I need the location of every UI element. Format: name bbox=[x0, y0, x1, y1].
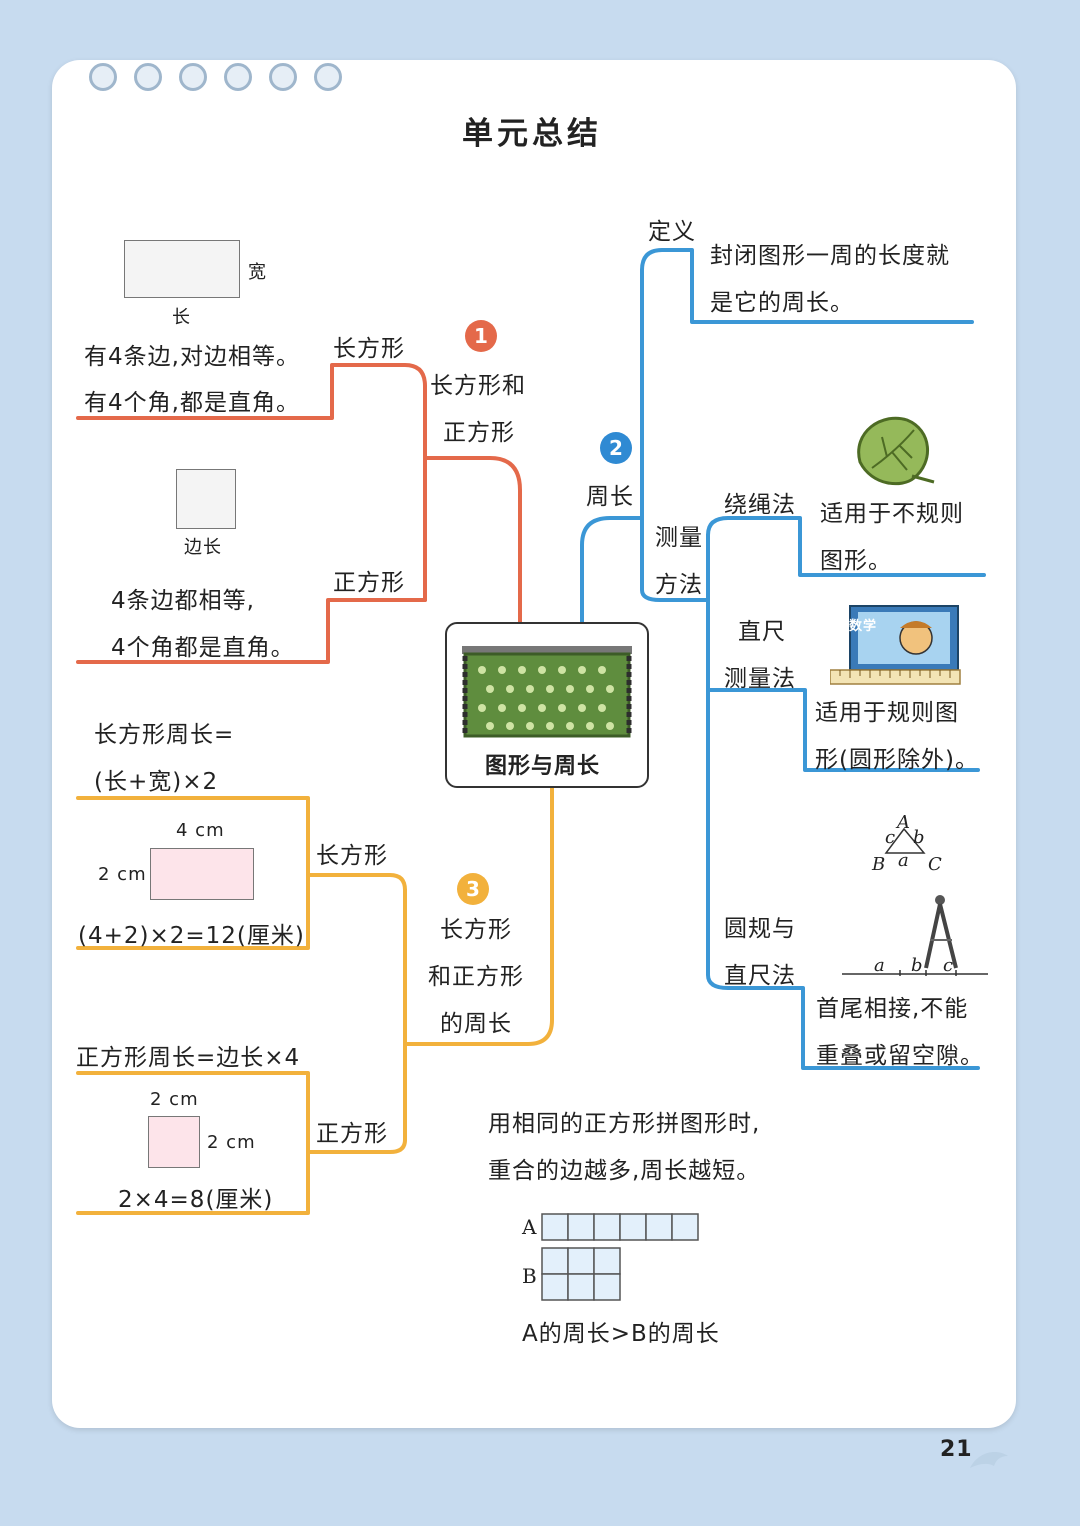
branch3-lines bbox=[76, 782, 554, 1215]
branch3-label-line3: 的周长 bbox=[440, 1011, 512, 1037]
tri-vertex-A: A bbox=[897, 812, 911, 833]
ruler-method-desc2: 形(圆形除外)。 bbox=[815, 747, 979, 773]
page-title: 单元总结 bbox=[462, 116, 602, 152]
binder-ring bbox=[269, 63, 297, 91]
tri-side-b: b bbox=[913, 827, 926, 848]
square-side-dimension: 2 cm bbox=[207, 1132, 256, 1153]
branch2-label: 周长 bbox=[586, 484, 634, 510]
branch3-badge: 3 bbox=[457, 873, 489, 905]
shape-a-six-squares bbox=[541, 1213, 699, 1241]
branch3-label-line1: 长方形 bbox=[440, 917, 512, 943]
measure-method-line1: 测量 bbox=[655, 525, 703, 551]
binder-ring bbox=[224, 63, 252, 91]
square-perimeter-calc: 2×4=8(厘米) bbox=[118, 1187, 274, 1213]
leaf-icon bbox=[857, 416, 935, 486]
tri-vertex-C: C bbox=[928, 854, 943, 875]
binder-ring bbox=[134, 63, 162, 91]
rope-method-label: 绕绳法 bbox=[724, 492, 796, 518]
segment-c-label: c bbox=[943, 955, 955, 976]
definition-line2: 是它的周长。 bbox=[710, 290, 854, 316]
square-figure bbox=[176, 469, 236, 529]
square-perimeter-formula: 正方形周长=边长×4 bbox=[76, 1045, 301, 1071]
branch1-badge: 1 bbox=[465, 320, 497, 352]
tip-line2: 重合的边越多,周长越短。 bbox=[488, 1158, 761, 1184]
book-cover-text: 数学 bbox=[849, 619, 878, 634]
dolphin-icon bbox=[970, 1452, 1008, 1468]
segment-b-label: b bbox=[911, 955, 924, 976]
shape-b-two-by-three bbox=[541, 1247, 621, 1301]
triangle-diagram bbox=[884, 827, 926, 854]
branch1-label-line1: 长方形和 bbox=[430, 373, 526, 399]
square-top-dimension: 2 cm bbox=[150, 1089, 199, 1110]
tip-line1: 用相同的正方形拼图形时, bbox=[488, 1111, 761, 1137]
binder-ring bbox=[314, 63, 342, 91]
square-property-line1: 4条边都相等, bbox=[111, 588, 255, 614]
pink-square-figure bbox=[148, 1116, 200, 1168]
branch2-lines bbox=[580, 248, 986, 1070]
branch1-label-line2: 正方形 bbox=[443, 420, 515, 446]
rect-perimeter-calc: (4+2)×2=12(厘米) bbox=[78, 923, 305, 949]
rect-property-line2: 有4个角,都是直角。 bbox=[84, 390, 300, 416]
rect-perimeter-formula-line2: (长+宽)×2 bbox=[94, 769, 219, 795]
compass-icon bbox=[842, 895, 988, 976]
compass-method-line2: 直尺法 bbox=[724, 963, 796, 989]
ruler-method-line1: 直尺 bbox=[738, 619, 786, 645]
tri-side-a: a bbox=[898, 850, 910, 871]
definition-label: 定义 bbox=[648, 219, 696, 245]
compass-method-line1: 圆规与 bbox=[724, 916, 796, 942]
ruler-method-line2: 测量法 bbox=[724, 666, 796, 692]
pink-rectangle-figure bbox=[150, 848, 254, 900]
center-topic-label: 图形与周长 bbox=[485, 754, 601, 779]
definition-line1: 封闭图形一周的长度就 bbox=[710, 243, 950, 269]
tri-side-c: c bbox=[885, 827, 897, 848]
square-perimeter-node-label: 正方形 bbox=[316, 1121, 388, 1147]
rect-node-label: 长方形 bbox=[333, 336, 405, 362]
compass-method-desc2: 重叠或留空隙。 bbox=[816, 1043, 984, 1069]
page-number: 21 bbox=[940, 1437, 973, 1462]
ruler-method-desc1: 适用于规则图 bbox=[815, 700, 959, 726]
square-node-label: 正方形 bbox=[333, 570, 405, 596]
rect-length-label: 长 bbox=[172, 307, 191, 328]
flowerbed-illustration bbox=[462, 646, 632, 738]
shape-b-label: B bbox=[522, 1264, 538, 1288]
rect-width-label: 宽 bbox=[248, 262, 267, 283]
binder-ring bbox=[179, 63, 207, 91]
rect-property-line1: 有4条边,对边相等。 bbox=[84, 344, 300, 370]
shape-a-label: A bbox=[522, 1215, 538, 1239]
binder-ring bbox=[89, 63, 117, 91]
branch1-lines bbox=[76, 363, 522, 664]
tip-conclusion: A的周长>B的周长 bbox=[522, 1321, 720, 1347]
measure-method-line2: 方法 bbox=[655, 572, 703, 598]
rectangle-figure bbox=[124, 240, 240, 298]
square-side-label: 边长 bbox=[184, 537, 222, 558]
rect-perimeter-node-label: 长方形 bbox=[316, 843, 388, 869]
rect-perimeter-formula-line1: 长方形周长= bbox=[94, 722, 235, 748]
center-topic-card: 图形与周长 bbox=[445, 622, 649, 788]
square-property-line2: 4个角都是直角。 bbox=[111, 635, 295, 661]
rect-side-dimension: 2 cm bbox=[98, 864, 147, 885]
compass-method-desc1: 首尾相接,不能 bbox=[816, 996, 969, 1022]
branch3-label-line2: 和正方形 bbox=[428, 964, 524, 990]
branch2-badge: 2 bbox=[600, 432, 632, 464]
tri-vertex-B: B bbox=[872, 854, 887, 875]
book-and-ruler-icon bbox=[830, 605, 961, 685]
rope-method-line2: 图形。 bbox=[820, 548, 892, 574]
rope-method-line1: 适用于不规则 bbox=[820, 501, 964, 527]
segment-a-label: a bbox=[874, 955, 886, 976]
rect-top-dimension: 4 cm bbox=[176, 820, 225, 841]
